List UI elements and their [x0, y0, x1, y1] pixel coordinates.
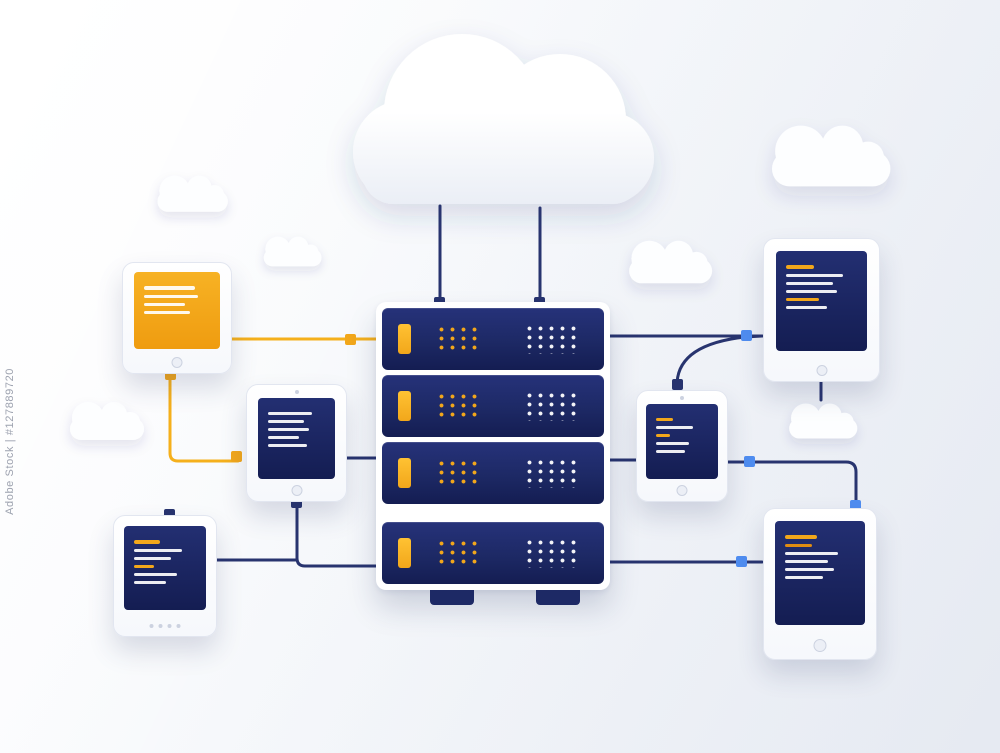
link-tablet-mid-left-to-server-bottom	[295, 500, 380, 568]
indicator-dots-yellow-icon	[436, 325, 478, 353]
connector-node-blue-mid-right	[744, 456, 755, 467]
screen-text-line	[785, 560, 829, 563]
screen-text-line	[144, 303, 185, 306]
server-foot-left	[430, 590, 474, 605]
home-button	[813, 639, 827, 652]
small-cloud-icon-3	[629, 240, 713, 284]
screen-text-line	[785, 568, 834, 571]
server-foot-right	[536, 590, 580, 605]
connector-node-navy-tablet-mid-right	[672, 379, 683, 390]
server-rack	[376, 302, 610, 590]
indicator-dots-white-icon	[524, 391, 582, 421]
main-cloud-icon	[353, 34, 654, 204]
indicator-dots-white-icon	[524, 538, 582, 568]
indicator-dots-white-icon	[524, 458, 582, 488]
connector-node-yellow-tablet-mid-left	[231, 451, 242, 462]
screen-text-line	[134, 565, 154, 568]
screen-text-line	[134, 540, 161, 544]
connector-node-blue-bottom-right	[736, 556, 747, 567]
indicator-dots-yellow-icon	[436, 459, 478, 487]
tablet-bottom-right	[763, 508, 877, 660]
tablet-bottom-left	[113, 515, 217, 637]
screen-text-line	[785, 552, 839, 555]
screen-text-line	[656, 450, 686, 453]
status-led-icon	[398, 324, 411, 354]
indicator-dots-yellow-icon	[436, 392, 478, 420]
screen-text-line	[268, 420, 305, 423]
status-led-icon	[398, 391, 411, 421]
indicator-dots-white-icon	[524, 324, 582, 354]
link-tablet-mid-right-to-tablet-bottom-right	[726, 460, 858, 508]
screen-text-line	[144, 311, 191, 314]
screen-text-line	[656, 426, 694, 429]
home-button	[171, 357, 183, 368]
screen-text-line	[786, 274, 843, 277]
tablet-mid-right	[636, 390, 728, 502]
screen-text-line	[785, 576, 823, 579]
screen-text-line	[786, 298, 819, 301]
tablet-mid-left-screen	[258, 398, 335, 479]
tablet-top-left	[122, 262, 232, 374]
tablet-bottom-left-screen	[124, 526, 206, 610]
screen-text-line	[268, 428, 310, 431]
screen-text-line	[656, 434, 670, 437]
tablet-top-right-screen	[776, 251, 867, 351]
tablet-mid-right-screen	[646, 404, 718, 479]
camera-dot-icon	[294, 390, 299, 394]
screen-text-line	[656, 418, 673, 421]
screen-text-line	[134, 573, 178, 576]
status-led-icon	[398, 538, 411, 568]
link-tablet-mid-right-to-top-right-line	[675, 334, 764, 387]
screen-text-line	[786, 290, 838, 293]
server-unit-3	[382, 442, 604, 504]
small-cloud-icon-1	[157, 175, 228, 212]
screen-text-line	[134, 557, 172, 560]
camera-dot-icon	[680, 396, 684, 400]
screen-text-line	[786, 265, 815, 269]
connector-node-blue-top-right	[741, 330, 752, 341]
home-button	[676, 485, 688, 496]
screen-text-line	[268, 412, 313, 415]
tablet-top-right	[763, 238, 880, 382]
screen-text-line	[144, 295, 199, 298]
small-cloud-icon-4	[772, 125, 891, 187]
status-led-icon	[398, 458, 411, 488]
screen-text-line	[144, 286, 196, 290]
small-cloud-icon-5	[70, 402, 144, 440]
connector-node-yellow-server	[345, 334, 356, 345]
server-unit-1	[382, 308, 604, 370]
screen-text-line	[134, 581, 167, 584]
screen-text-line	[656, 442, 690, 445]
link-tablet-top-left-to-tablet-mid-left	[168, 372, 240, 463]
screen-text-line	[134, 549, 183, 552]
tablet-mid-left	[246, 384, 347, 502]
server-unit-2	[382, 375, 604, 437]
screen-text-line	[785, 544, 812, 547]
indicator-dots-yellow-icon	[436, 539, 478, 567]
speaker-dots-icon	[149, 624, 181, 628]
screen-text-line	[785, 535, 818, 539]
home-button	[291, 485, 302, 496]
tablet-top-left-screen	[134, 272, 220, 349]
small-cloud-icon-6	[789, 403, 858, 439]
server-unit-4	[382, 522, 604, 584]
screen-text-line	[268, 444, 307, 447]
screen-text-line	[786, 282, 833, 285]
small-cloud-icon-2	[263, 236, 322, 267]
screen-text-line	[268, 436, 299, 439]
home-button	[816, 365, 827, 376]
tablet-bottom-right-screen	[775, 521, 865, 625]
screen-text-line	[786, 306, 828, 309]
